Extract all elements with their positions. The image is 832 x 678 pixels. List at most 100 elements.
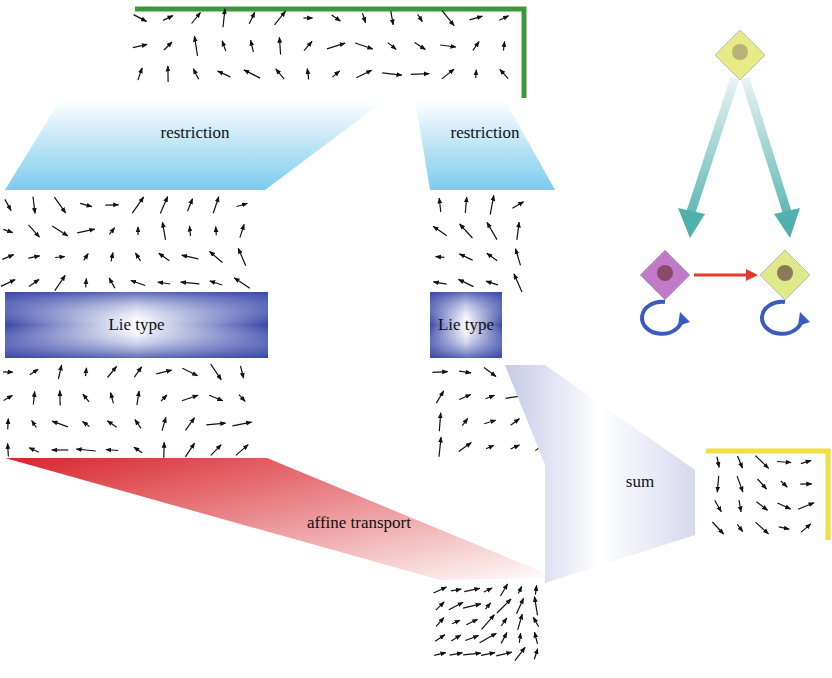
shape-outline [5,100,385,190]
field-arrow [209,395,223,401]
field-arrow [236,445,248,456]
field-arrow [777,503,790,509]
field-arrow [475,70,477,78]
field-arrow [84,254,88,261]
field-arrow [715,500,722,512]
field-arrow [234,278,250,288]
field-arrow [503,42,504,51]
field-arrow [210,281,222,285]
field-arrow [499,16,508,21]
field-arrow [757,502,768,511]
field-arrow [307,69,308,80]
field-arrow [244,70,260,78]
field-arrow [332,71,339,77]
field-arrow [490,195,494,214]
field-arrow [327,43,345,49]
field-arrow [355,43,373,49]
field-arrow [233,422,252,426]
field-arrow [54,197,65,213]
field-arrow [781,481,787,487]
field-arrow [484,588,492,592]
field-arrow [777,462,791,463]
field-arrow [758,479,767,489]
field-arrow [7,419,9,430]
field-arrow [484,368,496,377]
affine-transport-band: affine transport [5,458,557,580]
field-arrow [436,602,444,610]
field-arrow [2,255,13,260]
field-arrow [304,41,312,50]
field-arrow [439,198,441,212]
field-arrow [356,70,371,77]
shape-label: Lie type [108,315,164,335]
field-arrow [304,17,313,18]
field-arrow [800,483,811,485]
field-arrow [206,423,225,425]
field-arrow [463,604,481,608]
yellow-bracket [706,451,828,540]
field-arrow [511,445,520,449]
field-arrow [238,248,246,266]
field-arrow [182,395,198,400]
field-arrow [239,395,245,402]
field-arrow [111,393,114,404]
field-arrow [5,199,11,210]
field-arrow [801,460,811,463]
field-arrow [435,635,445,642]
field-arrow [276,69,284,79]
field-arrow [109,278,115,288]
field-arrow [132,197,143,213]
field-arrow [464,588,480,591]
field-arrow [516,249,521,266]
restriction-band: restriction [5,100,385,190]
field-arrow [29,279,39,286]
field-arrow [7,444,9,457]
field-arrow [52,226,68,236]
field-arrow [52,421,68,427]
field-arrow [185,443,194,457]
field-arrow [83,422,90,427]
field-arrow [182,368,197,375]
field-arrow [275,11,286,25]
field-arrow [241,366,244,378]
field-arrow [518,586,521,593]
field-arrow [436,618,444,627]
field-arrow [3,229,12,232]
field-arrow [480,633,497,643]
shape-label: sum [626,472,654,492]
field-arrow [466,619,477,625]
field-arrow [55,275,65,290]
field-arrow [514,274,522,292]
field-arrow [534,649,537,660]
field-arrow [436,391,443,403]
category-icon [640,30,810,334]
field-arrow [193,69,198,80]
field-arrow [450,653,463,655]
field-arrow [249,12,255,24]
field-arrow [136,253,141,261]
field-arrow [497,599,511,613]
field-arrow [459,395,471,400]
field-arrow [535,597,538,616]
field-arrow [440,45,456,47]
field-arrow [515,647,525,660]
field-arrow [533,617,538,626]
field-arrow [138,68,142,80]
field-arrow [188,199,193,212]
field-arrow [411,73,429,75]
field-arrow [449,602,463,610]
field-arrow [452,620,460,624]
field-arrow [52,449,69,450]
field-arrow [517,222,519,240]
field-arrow [215,227,217,236]
shape-label: affine transport [307,513,411,533]
field-arrow [738,456,743,468]
field-arrow [223,9,225,27]
field-arrow [167,66,168,82]
field-arrow [433,226,447,235]
field-arrow [131,281,145,286]
field-arrow [33,197,35,214]
field-arrow [1,280,15,287]
field-arrow [518,614,523,630]
field-arrow [106,450,118,451]
